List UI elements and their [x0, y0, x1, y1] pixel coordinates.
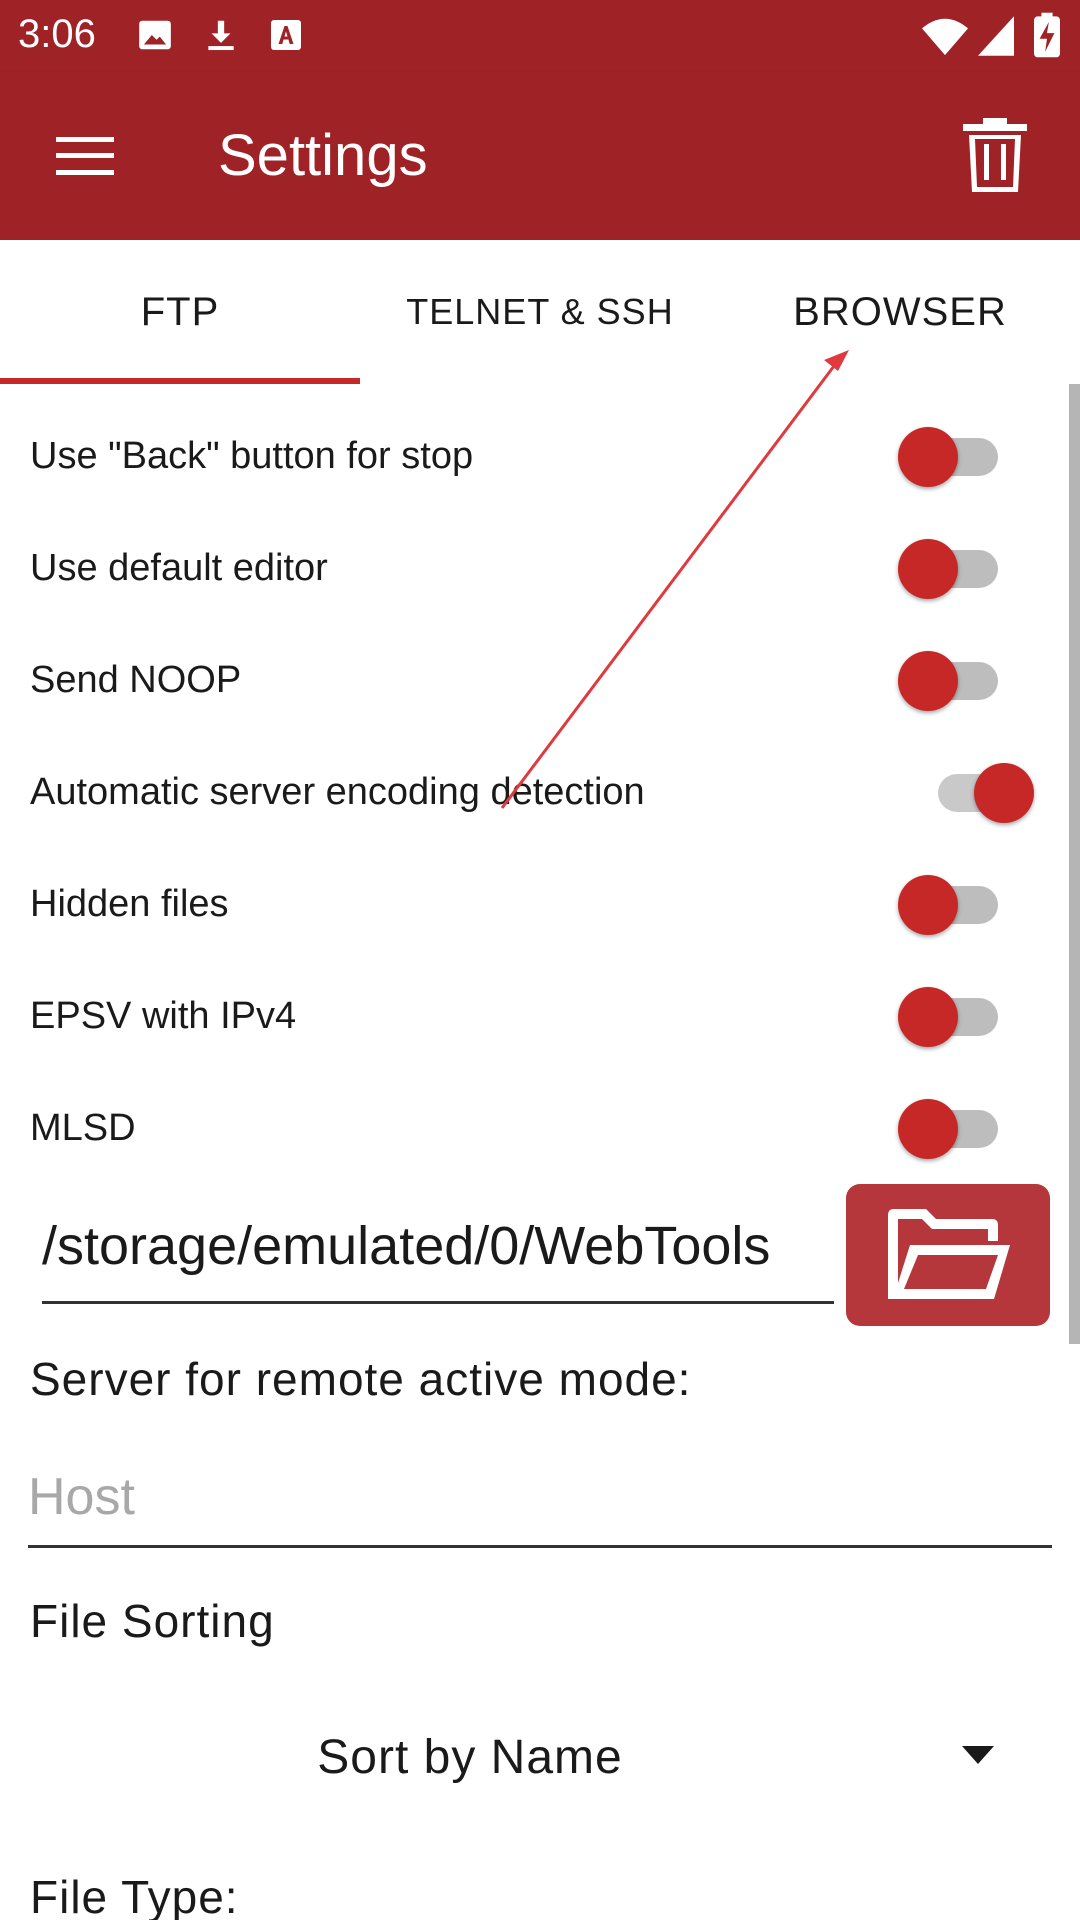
sort-dropdown[interactable]: Sort by Name [0, 1700, 1060, 1816]
battery-charging-icon [1034, 12, 1060, 58]
download-icon [208, 20, 234, 51]
mlsd-toggle[interactable] [880, 1072, 1030, 1184]
setting-label: Send NOOP [30, 659, 242, 701]
status-bar: 3:06 [0, 0, 1080, 72]
hidden-files-toggle[interactable] [880, 848, 1030, 960]
file-type-label: File Type: [30, 1871, 239, 1920]
switch-thumb [974, 763, 1034, 823]
menu-button[interactable] [40, 116, 130, 196]
switch-thumb [898, 539, 958, 599]
setting-label: Use default editor [30, 547, 328, 589]
setting-row-default-editor: Use default editor [0, 512, 1060, 624]
setting-row-epsv-ipv4: EPSV with IPv4 [0, 960, 1060, 1072]
host-input[interactable] [28, 1448, 1052, 1548]
choose-folder-button[interactable] [846, 1184, 1050, 1326]
status-time: 3:06 [18, 12, 96, 56]
setting-row-mlsd: MLSD [0, 1072, 1060, 1184]
tab-ftp[interactable]: FTP [140, 289, 220, 334]
setting-label: Automatic server encoding detection [30, 771, 645, 813]
folder-open-icon [888, 1209, 1010, 1299]
setting-label: Hidden files [30, 883, 229, 925]
switch-thumb [898, 1099, 958, 1159]
encoding-detection-toggle[interactable] [896, 736, 1046, 848]
epsv-ipv4-toggle[interactable] [880, 960, 1030, 1072]
app-bar: Settings [0, 72, 1080, 240]
default-editor-toggle[interactable] [880, 512, 1030, 624]
signal-icon [978, 16, 1014, 56]
back-button-stop-toggle[interactable] [880, 400, 1030, 512]
trash-icon [963, 118, 1027, 192]
switch-thumb [898, 651, 958, 711]
text-a-icon [271, 20, 301, 50]
tab-bar: FTP TELNET & SSH BROWSER [0, 240, 1080, 384]
setting-row-hidden-files: Hidden files [0, 848, 1060, 960]
switch-thumb [898, 875, 958, 935]
dropdown-caret-icon [962, 1746, 994, 1764]
file-sorting-label: File Sorting [30, 1595, 275, 1647]
setting-label: EPSV with IPv4 [30, 995, 297, 1037]
setting-row-encoding-detection: Automatic server encoding detection [0, 736, 1060, 848]
switch-thumb [898, 427, 958, 487]
download-path-field[interactable]: /storage/emulated/0/WebTools [42, 1188, 834, 1304]
sort-selected-value: Sort by Name [317, 1731, 623, 1784]
wifi-icon [922, 18, 968, 56]
delete-button[interactable] [950, 110, 1040, 200]
page-title: Settings [218, 123, 428, 188]
send-noop-toggle[interactable] [880, 624, 1030, 736]
tab-telnet-ssh[interactable]: TELNET & SSH [406, 291, 674, 332]
hamburger-menu-icon [56, 137, 114, 175]
image-icon [139, 20, 171, 50]
scrollbar[interactable] [1069, 384, 1080, 1344]
switch-thumb [898, 987, 958, 1047]
setting-label: Use "Back" button for stop [30, 435, 474, 477]
tab-indicator [0, 378, 360, 384]
tab-browser[interactable]: BROWSER [793, 289, 1007, 334]
setting-row-back-button-stop: Use "Back" button for stop [0, 400, 1060, 512]
remote-server-label: Server for remote active mode: [30, 1353, 692, 1405]
setting-label: MLSD [30, 1107, 136, 1149]
setting-row-send-noop: Send NOOP [0, 624, 1060, 736]
